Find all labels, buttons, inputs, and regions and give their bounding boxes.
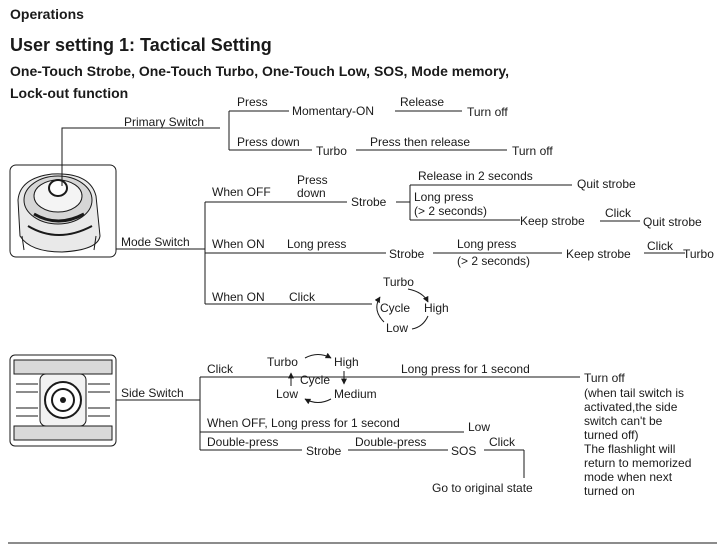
quit-strobe-label-2: Quit strobe [643, 215, 702, 229]
page-title: User setting 1: Tactical Setting [10, 35, 272, 55]
long-press-1s-label: Long press for 1 second [401, 362, 530, 376]
svg-text:turned off): turned off) [584, 428, 638, 442]
svg-text:turned on: turned on [584, 484, 635, 498]
click-label-2: Click [647, 239, 674, 253]
gt-2s-label-1: (> 2 seconds) [414, 204, 487, 218]
side-switch-note: (when tail switch is activated,the side … [584, 386, 691, 498]
side-low-label: Low [468, 420, 490, 434]
subtitle-line-2: Lock-out function [10, 85, 129, 101]
mode-when-off-label: When OFF [212, 185, 271, 199]
click-label-1: Click [605, 206, 632, 220]
primary-switch-leader [61, 127, 220, 186]
mode-on-click-label: Click [289, 290, 316, 304]
cycle-low-label-1: Low [386, 321, 408, 335]
cycle-low-label-2: Low [276, 387, 298, 401]
side-turn-off-label: Turn off [584, 371, 625, 385]
cycle-high-label-1: High [424, 301, 449, 315]
mode-switch-label: Mode Switch [121, 235, 190, 249]
turn-off-label-1: Turn off [467, 105, 508, 119]
turn-off-label-2: Turn off [512, 144, 553, 158]
long-press-label-2: Long press [457, 237, 516, 251]
svg-text:mode when next: mode when next [584, 470, 673, 484]
svg-text:The flashlight will: The flashlight will [584, 442, 675, 456]
double-press-label-2: Double-press [355, 435, 426, 449]
cycle-arrow-top-2 [304, 352, 332, 359]
turbo-label-1: Turbo [316, 144, 347, 158]
svg-text:switch can't be: switch can't be [584, 414, 663, 428]
mode-on-long-press-label: Long press [287, 237, 346, 251]
side-switch-label: Side Switch [121, 386, 184, 400]
long-press-label-1: Long press [414, 190, 473, 204]
press-then-release-label: Press then release [370, 135, 470, 149]
turbo-label-2: Turbo [683, 247, 714, 261]
quit-strobe-label-1: Quit strobe [577, 177, 636, 191]
keep-strobe-label-1: Keep strobe [520, 214, 585, 228]
side-switch-illustration [9, 354, 117, 447]
release-2s-label: Release in 2 seconds [418, 169, 533, 183]
cycle-arrow-right-1 [411, 315, 429, 330]
sos-click-label: Click [489, 435, 516, 449]
cycle-turbo-label-2: Turbo [267, 355, 298, 369]
strobe-label-1: Strobe [351, 195, 387, 209]
cycle-arrow-bottom-1 [374, 296, 385, 323]
release-label: Release [400, 95, 444, 109]
side-strobe-label: Strobe [306, 444, 342, 458]
cycle-high-label-2: High [334, 355, 359, 369]
cycle-turbo-label-1: Turbo [383, 275, 414, 289]
flashlight-tail-illustration [9, 164, 117, 258]
section-heading: Operations [10, 6, 84, 22]
momentary-on-label: Momentary-ON [292, 104, 374, 118]
press-down-label: Press down [237, 135, 300, 149]
cycle-label-2: Cycle [300, 373, 330, 387]
original-state-label: Go to original state [432, 481, 533, 495]
primary-press-label: Press [237, 95, 268, 109]
keep-strobe-label-2: Keep strobe [566, 247, 631, 261]
svg-text:return to memorized: return to memorized [584, 456, 691, 470]
cycle-label-1: Cycle [380, 301, 410, 315]
primary-switch-label: Primary Switch [124, 115, 204, 129]
off-long-press-label: When OFF, Long press for 1 second [207, 416, 400, 430]
side-click-label: Click [207, 362, 234, 376]
subtitle-line-1: One-Touch Strobe, One-Touch Turbo, One-T… [10, 63, 510, 79]
cycle-arrow-bottom-2 [304, 398, 332, 405]
cycle-arrow-top-1 [407, 288, 429, 303]
strobe-label-2: Strobe [389, 247, 425, 261]
cycle-medium-label-2: Medium [334, 387, 377, 401]
mode-off-down-label: down [297, 186, 326, 200]
sos-label: SOS [451, 444, 476, 458]
mode-when-on-label-1: When ON [212, 237, 265, 251]
svg-text:activated,the side: activated,the side [584, 400, 678, 414]
double-press-label-1: Double-press [207, 435, 278, 449]
mode-off-press-label: Press [297, 173, 328, 187]
gt-2s-label-2: (> 2 seconds) [457, 254, 530, 268]
svg-text:(when tail switch is: (when tail switch is [584, 386, 684, 400]
mode-when-on-label-2: When ON [212, 290, 265, 304]
